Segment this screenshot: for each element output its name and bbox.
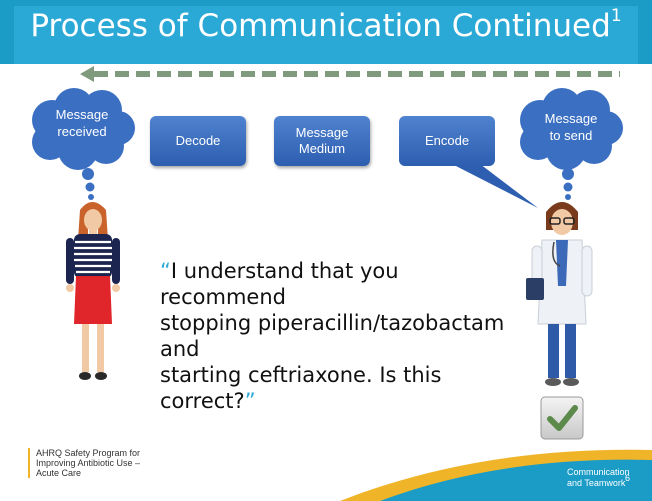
thought-cloud-icon bbox=[520, 88, 623, 200]
footer-module: Communication and Teamwork bbox=[567, 467, 630, 489]
close-quote-mark: ” bbox=[244, 389, 256, 413]
cloud-left-line1: Message bbox=[55, 107, 109, 122]
cloud-left-line2: received bbox=[57, 124, 107, 139]
decode-label: Decode bbox=[175, 133, 221, 148]
title-superscript: 1 bbox=[610, 6, 622, 26]
medium-line2: Medium bbox=[298, 141, 346, 156]
footer-org-line3: Acute Care bbox=[36, 468, 82, 478]
doctor-figure-icon bbox=[526, 202, 593, 386]
footer-org: AHRQ Safety Program for Improving Antibi… bbox=[28, 448, 176, 478]
encode-box: Encode bbox=[399, 116, 495, 166]
footer-module-line2: and Teamwork bbox=[567, 478, 626, 488]
quote-line3-text: starting ceftriaxone. Is this correct? bbox=[160, 363, 442, 413]
message-medium-box: Message Medium bbox=[274, 116, 370, 166]
encode-label: Encode bbox=[424, 133, 470, 148]
cloud-right-line2: to send bbox=[549, 128, 593, 143]
footer-module-line1: Communication bbox=[567, 467, 630, 477]
thought-cloud-icon bbox=[32, 88, 135, 200]
quote-line3: starting ceftriaxone. Is this correct?” bbox=[160, 362, 520, 414]
quote-line1: “I understand that you recommend bbox=[160, 258, 520, 310]
title-bar bbox=[0, 0, 652, 64]
woman-figure-icon bbox=[66, 202, 120, 380]
decode-box: Decode bbox=[150, 116, 246, 166]
page-title: Process of Communication Continued1 bbox=[0, 6, 652, 44]
page-title-text: Process of Communication Continued bbox=[30, 8, 611, 44]
footer-org-line2: Improving Antibiotic Use – bbox=[36, 458, 141, 468]
footer-org-line1: AHRQ Safety Program for bbox=[36, 448, 141, 458]
quote-line2: stopping piperacillin/tazobactam and bbox=[160, 311, 505, 361]
dialogue-quote: “I understand that you recommend stoppin… bbox=[160, 258, 520, 414]
title-bar-inner bbox=[14, 6, 638, 64]
dashed-arrow-icon bbox=[80, 66, 620, 82]
cloud-right-line1: Message bbox=[544, 111, 598, 126]
cloud-left-label: Message received bbox=[38, 106, 126, 140]
medium-line1: Message bbox=[295, 125, 349, 140]
cloud-right-label: Message to send bbox=[526, 110, 616, 144]
checkmark-icon bbox=[540, 396, 584, 440]
slide-number: 6 bbox=[625, 473, 631, 483]
footer-swoosh bbox=[340, 449, 652, 501]
open-quote-mark: “ bbox=[160, 259, 171, 283]
encode-callout bbox=[399, 116, 538, 208]
quote-line1-text: I understand that you recommend bbox=[160, 259, 399, 309]
